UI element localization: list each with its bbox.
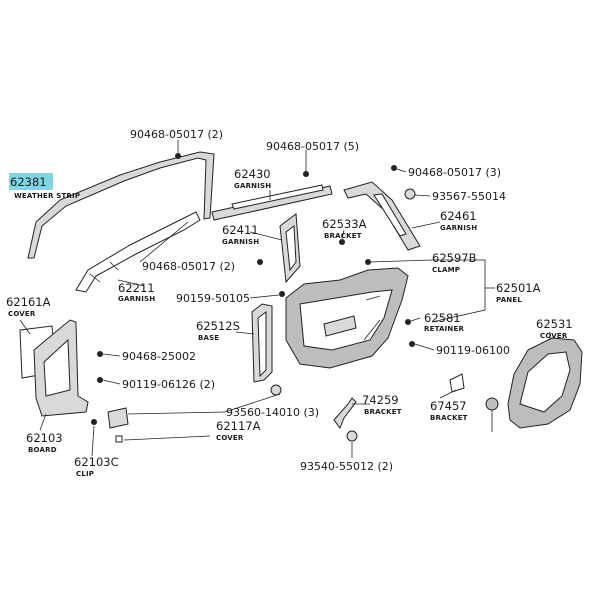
label-90468-05017-3: 90468-05017 (3) <box>408 166 501 179</box>
label-90468-25002: 90468-25002 <box>122 350 196 363</box>
label-62461-name: GARNISH <box>440 224 477 232</box>
label-62117A-name: COVER <box>216 434 244 442</box>
label-62381: 62381 <box>10 175 47 189</box>
label-74259: 74259 <box>362 393 399 407</box>
label-62597B: 62597B <box>432 251 477 265</box>
label-62161A-name: COVER <box>8 310 36 318</box>
label-62411: 62411 <box>222 223 259 237</box>
label-90119-06126-2: 90119-06126 (2) <box>122 378 215 391</box>
label-62103C-name: CLIP <box>76 470 94 478</box>
label-62430: 62430 <box>234 167 271 181</box>
part-cover-62531 <box>507 337 583 429</box>
label-62512S: 62512S <box>196 319 240 333</box>
label-90468-05017-2-mid: 90468-05017 (2) <box>142 260 235 273</box>
part-base-62512S <box>251 303 273 383</box>
label-93560-14010-3: 93560-14010 (3) <box>226 406 319 419</box>
label-90159-50105: 90159-50105 <box>176 292 250 305</box>
part-garnish-62411 <box>279 213 301 284</box>
label-62117A: 62117A <box>216 419 261 433</box>
highlight-box <box>9 173 53 190</box>
label-62430-name: GARNISH <box>234 182 271 190</box>
label-90468-05017-2-top: 90468-05017 (2) <box>130 128 223 141</box>
label-67457-name: BRACKET <box>430 414 468 422</box>
part-cover-62117A <box>107 407 129 443</box>
part-bracket-74259 <box>333 397 357 430</box>
label-62581-name: RETAINER <box>424 325 464 333</box>
leader-lines <box>19 140 551 458</box>
label-62501A: 62501A <box>496 281 541 295</box>
label-62531: 62531 <box>536 317 573 331</box>
label-90119-06100: 90119-06100 <box>436 344 510 357</box>
label-62597B-name: CLAMP <box>432 266 460 274</box>
label-62103: 62103 <box>26 431 63 445</box>
part-cover-board <box>19 319 89 417</box>
label-62161A: 62161A <box>6 295 51 309</box>
label-62211: 62211 <box>118 281 155 295</box>
part-garnish-62211 <box>75 211 201 293</box>
part-panel-62501A <box>285 267 409 369</box>
label-62103-name: BOARD <box>28 446 57 454</box>
part-garnish-62461 <box>343 181 421 251</box>
label-62461: 62461 <box>440 209 477 223</box>
fasteners <box>91 153 499 442</box>
label-62581: 62581 <box>424 311 461 325</box>
label-62103C: 62103C <box>74 455 119 469</box>
label-62211-name: GARNISH <box>118 295 155 303</box>
label-62411-name: GARNISH <box>222 238 259 246</box>
label-93540-55012-2: 93540-55012 (2) <box>300 460 393 473</box>
label-62501A-name: PANEL <box>496 296 522 304</box>
part-bracket-67457 <box>449 373 465 393</box>
label-62533A: 62533A <box>322 217 367 231</box>
label-74259-name: BRACKET <box>364 408 402 416</box>
label-62531-name: COVER <box>540 332 568 340</box>
label-62512S-name: BASE <box>198 334 219 342</box>
label-62533A-name: BRACKET <box>324 232 362 240</box>
part-garnish-62430 <box>211 184 333 221</box>
label-90468-05017-5: 90468-05017 (5) <box>266 140 359 153</box>
part-weather-strip <box>27 151 215 259</box>
label-93567-55014: 93567-55014 <box>432 190 506 203</box>
label-62381-name: WEATHER STRIP <box>14 192 80 200</box>
label-67457: 67457 <box>430 399 467 413</box>
